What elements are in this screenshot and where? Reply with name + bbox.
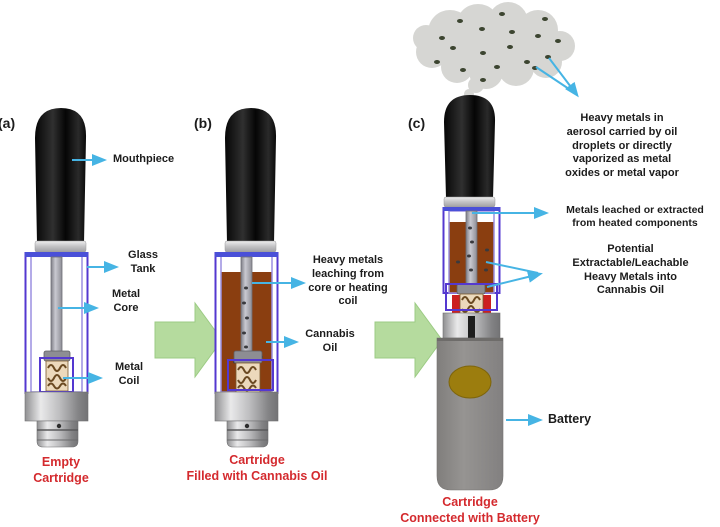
coil-glow-left — [452, 295, 460, 314]
caption-connected-cartridge: Cartridge Connected with Battery — [400, 495, 540, 526]
aerosol-cloud — [413, 2, 575, 99]
label-metal-core: Metal Core — [111, 288, 141, 314]
mouthpiece-shape — [444, 95, 496, 198]
mouthpiece-ring — [34, 240, 87, 253]
label-metals-leached: Metals leached or extracted from heated … — [566, 204, 704, 230]
metal-core-shape — [50, 256, 63, 357]
label-metal-coil: Metal Coil — [114, 361, 144, 387]
label-aerosol-heavy-metals: Heavy metals in aerosol carried by oil d… — [565, 112, 679, 179]
coil-housing-outline — [445, 283, 498, 311]
label-mouthpiece: Mouthpiece — [113, 153, 175, 165]
tank-top-bar — [215, 252, 278, 257]
coil-cap — [456, 283, 486, 295]
metal-base — [24, 391, 89, 422]
transition-arrow-bc — [374, 301, 443, 379]
caption-empty-cartridge: Empty Cartridge — [33, 455, 89, 486]
battery-body — [436, 337, 504, 491]
mouthpiece-ring — [443, 196, 496, 208]
fill-hole — [56, 423, 62, 429]
transition-arrow-ab — [154, 301, 223, 379]
coil-cap — [233, 350, 263, 364]
fill-hole — [244, 423, 250, 429]
caption-filled-cartridge: Cartridge Filled with Cannabis Oil — [186, 453, 328, 484]
callout-arrow-potential — [485, 261, 543, 288]
cartridge-filled-graphic — [214, 108, 306, 448]
coil-winding-pattern — [461, 296, 481, 313]
mouthpiece-shape — [225, 108, 277, 243]
metal-core-shape — [465, 210, 478, 294]
cloud-puff-small — [468, 77, 484, 93]
mouthpiece-shape — [35, 108, 87, 243]
metal-core-shape — [240, 256, 253, 357]
panel-letter-a: (a) — [0, 115, 16, 131]
heavy-metal-specks — [456, 226, 489, 272]
label-glass-tank: Glass Tank — [128, 249, 158, 275]
panel-letter-b: (b) — [194, 115, 212, 131]
coil-winding-pattern — [47, 364, 67, 390]
label-cannabis-oil: Cannabis Oil — [305, 328, 355, 354]
panel-letter-c: (c) — [408, 115, 426, 131]
cartridge-battery-graphic — [413, 2, 579, 491]
label-heavy-metals-leaching: Heavy metals leaching from core or heati… — [308, 254, 388, 308]
label-battery: Battery — [548, 412, 592, 426]
coil-glow-right — [483, 295, 491, 314]
tank-top-bar — [443, 207, 500, 211]
mouthpiece-ring — [224, 240, 277, 253]
label-potential-extractable: Potential Extractable/Leachable Heavy Me… — [572, 243, 689, 297]
battery-button — [448, 365, 492, 399]
battery-top-edge — [437, 338, 503, 341]
base-center-slot — [468, 316, 475, 338]
callout-arrow-aerosol — [535, 57, 579, 98]
coil-housing-outline — [227, 359, 274, 391]
tank-top-bar — [25, 252, 88, 257]
metal-base — [214, 391, 279, 422]
coil-cap — [43, 350, 71, 362]
cartridge-empty-graphic — [24, 108, 119, 448]
